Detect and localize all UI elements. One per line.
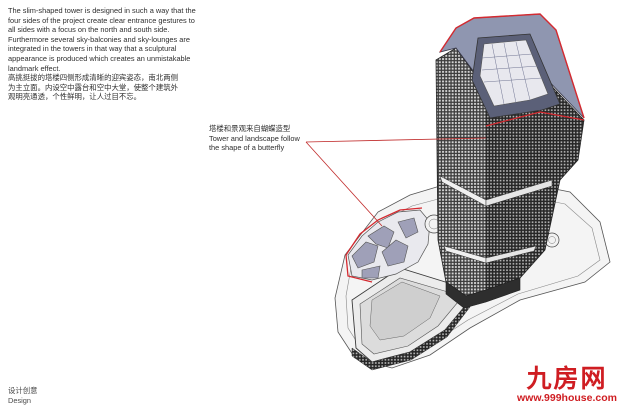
intro-en-line: The slim-shaped tower is designed in suc… xyxy=(8,6,196,15)
callout-en-line: the shape of a butterfly xyxy=(209,143,285,153)
tower-roof xyxy=(438,13,585,127)
section-label-cn: 设计创意 xyxy=(8,386,38,395)
intro-en-line: appearance is produced which creates an … xyxy=(8,53,191,63)
callout-en-line: Tower and landscape follow xyxy=(209,133,300,143)
watermark-logo: 九房网 xyxy=(526,364,608,393)
intro-en-line: four sides of the project create clear e… xyxy=(8,15,195,25)
intro-cn-line: 高挑挺拔的塔楼四侧形成清晰的迎宾姿态，南北两侧 xyxy=(8,73,178,83)
tower-body xyxy=(435,47,585,309)
watermark-url: www.999house.com xyxy=(517,392,617,404)
callout-cn: 塔楼和景观来自蝴蝶造型 xyxy=(209,124,291,133)
intro-en-line: all sides with a focus on the north and … xyxy=(8,25,170,35)
intro-cn-line: 观明亮通透，个性鲜明，让人过目不忘。 xyxy=(8,92,142,102)
intro-en-line: integrated in the towers in that way tha… xyxy=(8,44,177,54)
intro-text: The slim-shaped tower is designed in suc… xyxy=(8,6,223,102)
callout-leader xyxy=(305,137,487,227)
butterfly-callout: 塔楼和景观来自蝴蝶造型 Tower and landscape follow t… xyxy=(209,124,339,153)
section-label: 设计创意 Design xyxy=(8,386,38,405)
intro-en-line: Furthermore several sky-balconies and sk… xyxy=(8,34,190,44)
intro-en-line: landmark effect. xyxy=(8,63,61,73)
site-watermark: 九房网 www.999house.com xyxy=(512,364,622,405)
intro-cn-line: 为主立面。内设空中露台和空中大堂，使整个建筑外 xyxy=(8,82,178,92)
section-label-en: Design xyxy=(8,395,32,405)
